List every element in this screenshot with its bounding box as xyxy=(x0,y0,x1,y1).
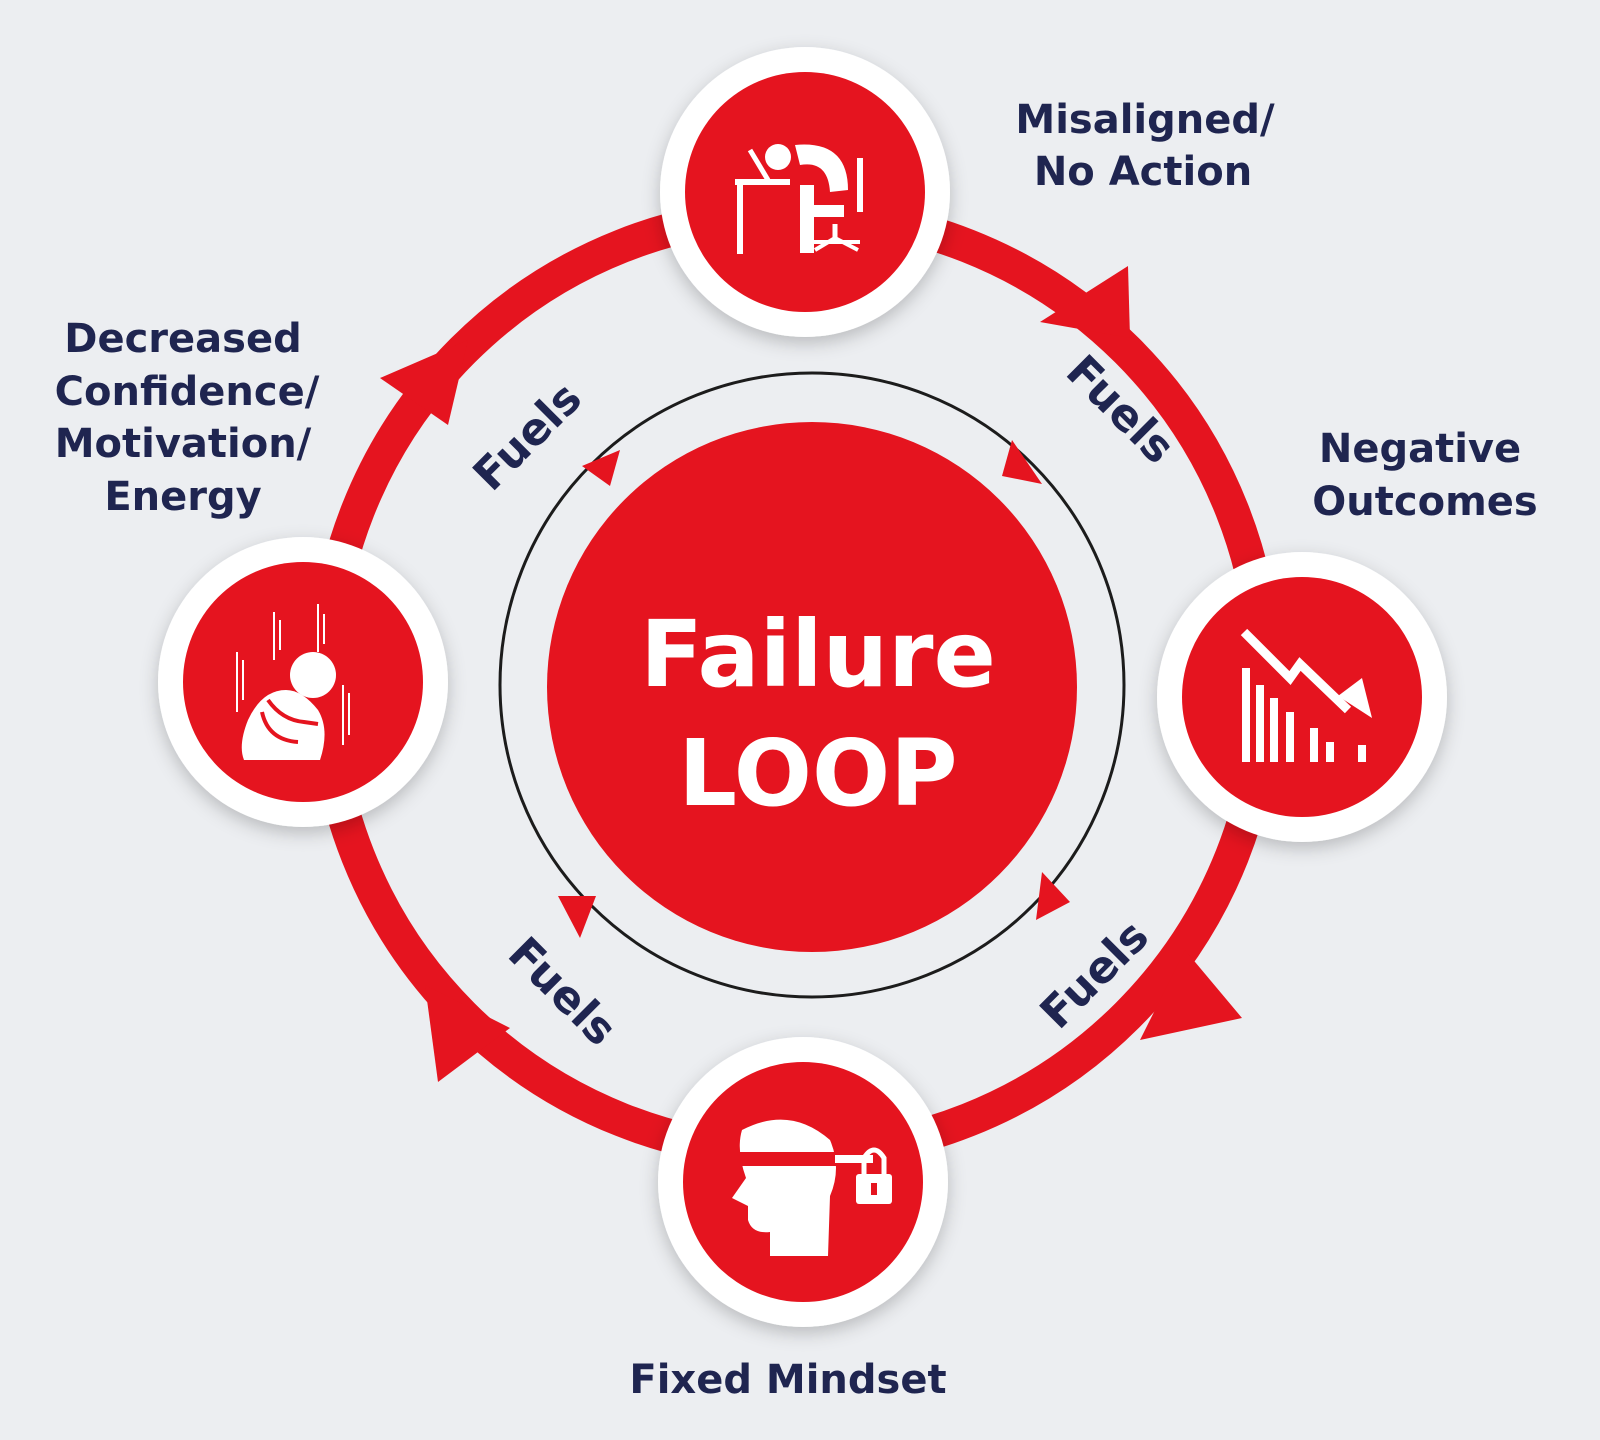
inner-arrowhead-2 xyxy=(1036,872,1070,920)
center-title-line1: Failure xyxy=(640,601,996,708)
stage-node-fixed-mindset xyxy=(658,1037,948,1327)
outer-arrowhead-4 xyxy=(380,340,468,425)
node-core xyxy=(1182,577,1422,817)
stage-label-line: Decreased xyxy=(64,316,301,362)
stage-node-decreased-confidence xyxy=(158,537,448,827)
center-circle xyxy=(547,422,1077,952)
stage-label-fixed-mindset: Fixed Mindset xyxy=(629,1357,946,1403)
stage-label-line: Fixed Mindset xyxy=(629,1357,946,1403)
stage-node-negative-outcomes xyxy=(1157,552,1447,842)
stage-label-decreased-confidence: Decreased Confidence/ Motivation/ Energy xyxy=(55,316,320,520)
outer-arrowhead-1 xyxy=(1040,266,1130,338)
outer-arrowheads xyxy=(380,266,1242,1082)
connector-label-top-left: Fuels xyxy=(464,373,592,501)
outer-arrowhead-2 xyxy=(1140,950,1242,1040)
declining-chart-icon xyxy=(1240,628,1372,762)
inner-loop-ring xyxy=(498,371,1126,999)
stage-label-line: Energy xyxy=(104,474,261,520)
stage-label-negative-outcomes: Negative Outcomes xyxy=(1312,426,1537,525)
inner-arrowhead-1 xyxy=(1002,440,1042,484)
inner-arrowheads xyxy=(558,440,1070,938)
inner-arrowhead-4 xyxy=(582,450,620,486)
connector-label-bottom-left: Fuels xyxy=(498,928,626,1056)
stage-label-line: Misaligned/ xyxy=(1015,97,1275,143)
stage-node-misaligned xyxy=(660,47,950,337)
stage-label-line: Confidence/ xyxy=(55,369,320,415)
stage-label-line: Negative xyxy=(1319,426,1521,472)
stage-label-line: Motivation/ xyxy=(55,421,312,467)
stage-label-line: Outcomes xyxy=(1312,479,1537,525)
center-title-line2: LOOP xyxy=(678,720,957,827)
crouching-person-icon xyxy=(236,604,350,760)
locked-blindfold-head-icon xyxy=(732,1119,892,1256)
inner-arrowhead-3 xyxy=(558,896,596,938)
outer-arrowhead-3 xyxy=(425,985,510,1082)
stage-label-misaligned: Misaligned/ No Action xyxy=(1015,97,1275,195)
slumped-at-desk-icon xyxy=(735,144,863,254)
stage-label-line: No Action xyxy=(1034,149,1252,195)
